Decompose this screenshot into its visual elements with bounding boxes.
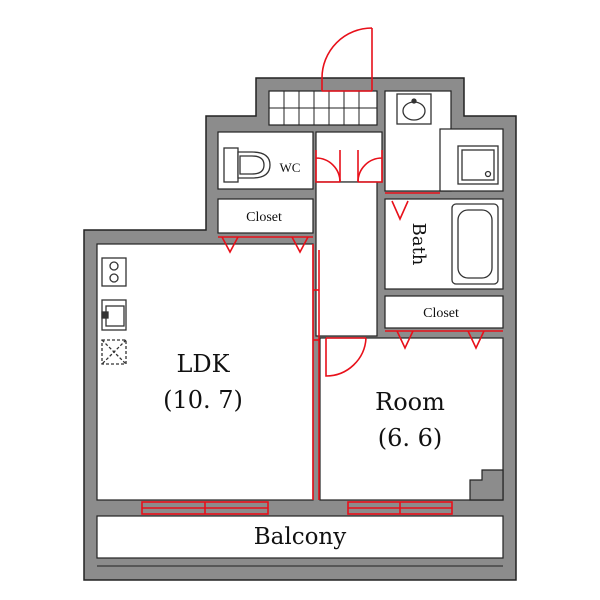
washing-machine-icon (457, 145, 499, 185)
closet-lower-label: Closet (423, 306, 459, 321)
closet-upper-label: Closet (246, 210, 282, 225)
room-door (325, 337, 367, 377)
closet-lower (384, 295, 504, 329)
wc-label: WC (280, 160, 301, 175)
entrance-door (321, 27, 373, 79)
wash-basin-icon (396, 93, 432, 125)
ldk-size: (10. 7) (163, 386, 243, 414)
storage-grid (269, 91, 377, 125)
bathtub-icon (451, 203, 499, 285)
column-notch (469, 469, 504, 501)
fixtures (101, 93, 499, 365)
bath-door-marker (391, 200, 409, 221)
corridor (315, 181, 378, 337)
kitchen-sink-icon (101, 299, 127, 331)
closet-upper-marker-2 (291, 236, 309, 254)
western-room (319, 337, 504, 501)
closet-upper-marker-1 (221, 236, 239, 254)
closet-lower-marker-1 (396, 330, 414, 350)
balcony-area (96, 515, 504, 559)
entrance (315, 131, 383, 183)
bath-label: Bath (408, 223, 429, 266)
ldk-label: LDK (176, 350, 230, 378)
fridge-space-icon (101, 339, 127, 365)
stove-icon (101, 257, 127, 287)
room-size: (6. 6) (378, 424, 443, 452)
closet-lower-marker-2 (467, 330, 485, 350)
closet-upper (217, 198, 314, 234)
labels: LDK (10. 7) Room (6. 6) Balcony WC Close… (163, 160, 459, 550)
openings (141, 27, 503, 515)
toilet-icon (223, 147, 271, 183)
room-label: Room (375, 388, 445, 416)
balcony-label: Balcony (254, 524, 347, 550)
